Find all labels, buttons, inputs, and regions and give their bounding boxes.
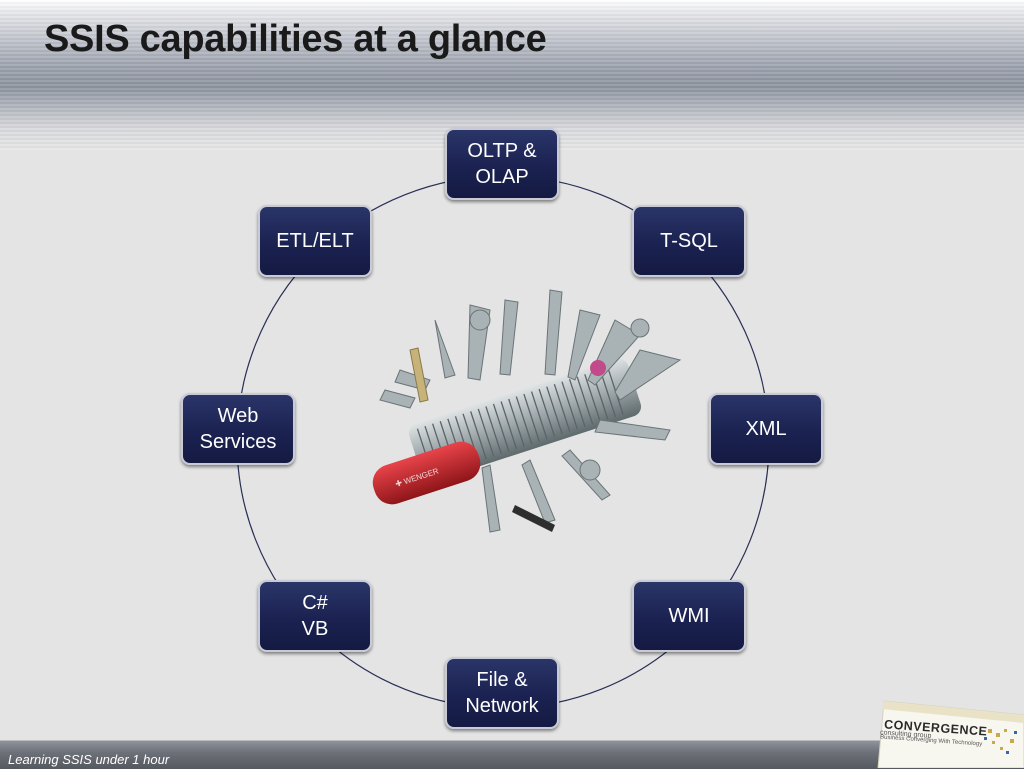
node-tsql[interactable]: T-SQL	[632, 205, 746, 277]
node-oltp-olap[interactable]: OLTP & OLAP	[445, 128, 559, 200]
node-xml[interactable]: XML	[709, 393, 823, 465]
slide-title: SSIS capabilities at a glance	[44, 18, 547, 60]
node-file-network[interactable]: File & Network	[445, 657, 559, 729]
header-band	[0, 0, 1024, 150]
swiss-army-knife-image: ✚ WENGER	[372, 289, 682, 533]
node-wmi[interactable]: WMI	[632, 580, 746, 652]
convergence-logo	[877, 700, 1024, 768]
node-etl-elt[interactable]: ETL/ELT	[258, 205, 372, 277]
footer-bar: Learning SSIS under 1 hour	[0, 740, 1024, 769]
header-stripes	[0, 0, 1024, 150]
node-csharp-vb[interactable]: C# VB	[258, 580, 372, 652]
footer-text: Learning SSIS under 1 hour	[8, 752, 170, 767]
node-web-services[interactable]: Web Services	[181, 393, 295, 465]
